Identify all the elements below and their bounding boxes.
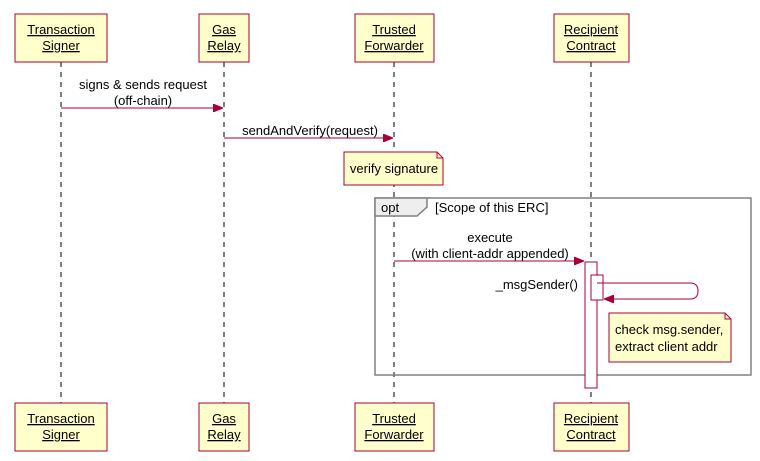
message-label: sendAndVerify(request) [242, 123, 378, 138]
participant-label: Transaction [27, 22, 94, 37]
message-signs-and-sends: signs & sends request (off-chain) [61, 77, 222, 108]
participant-label: Signer [42, 38, 80, 53]
message-label: (with client-addr appended) [411, 246, 569, 261]
participant-label: Signer [42, 427, 80, 442]
opt-fragment: opt [Scope of this ERC] [374, 197, 752, 376]
participant-label: Relay [207, 38, 241, 53]
fragment-keyword: opt [381, 200, 399, 215]
participant-recipient-contract-top: Recipient Contract [553, 13, 630, 63]
participant-trusted-forwarder-bottom: Trusted Forwarder [354, 402, 435, 452]
participant-recipient-contract-bottom: Recipient Contract [553, 402, 630, 452]
message-label: _msgSender() [495, 277, 578, 292]
note-check-msg-sender: check msg.sender, extract client addr [608, 312, 732, 363]
participant-transaction-signer-top: Transaction Signer [14, 13, 108, 63]
participant-gas-relay-top: Gas Relay [198, 13, 250, 63]
message-send-and-verify: sendAndVerify(request) [224, 123, 392, 138]
message-execute: execute (with client-addr appended) [394, 230, 583, 261]
participant-label: Trusted [372, 411, 416, 426]
participant-label: Transaction [27, 411, 94, 426]
participant-transaction-signer-bottom: Transaction Signer [14, 402, 108, 452]
fragment-guard: [Scope of this ERC] [435, 200, 548, 215]
participant-label: Forwarder [364, 38, 424, 53]
message-label: signs & sends request [79, 77, 207, 92]
participant-label: Forwarder [364, 427, 424, 442]
participant-label: Contract [566, 38, 616, 53]
message-msg-sender: _msgSender() [495, 277, 699, 299]
participant-label: Recipient [564, 22, 619, 37]
participant-label: Gas [212, 22, 236, 37]
participant-label: Relay [207, 427, 241, 442]
participant-label: Gas [212, 411, 236, 426]
participant-label: Trusted [372, 22, 416, 37]
note-verify-signature: verify signature [343, 151, 444, 186]
message-label: execute [467, 230, 513, 245]
message-label: (off-chain) [114, 93, 172, 108]
note-text: check msg.sender, [615, 322, 723, 337]
participant-trusted-forwarder-top: Trusted Forwarder [354, 13, 435, 63]
note-text: extract client addr [615, 339, 718, 354]
message-arrow [597, 282, 699, 299]
participant-label: Contract [566, 427, 616, 442]
note-text: verify signature [350, 161, 438, 176]
participant-gas-relay-bottom: Gas Relay [198, 402, 250, 452]
participant-label: Recipient [564, 411, 619, 426]
activation-recipient-inner [590, 274, 604, 301]
